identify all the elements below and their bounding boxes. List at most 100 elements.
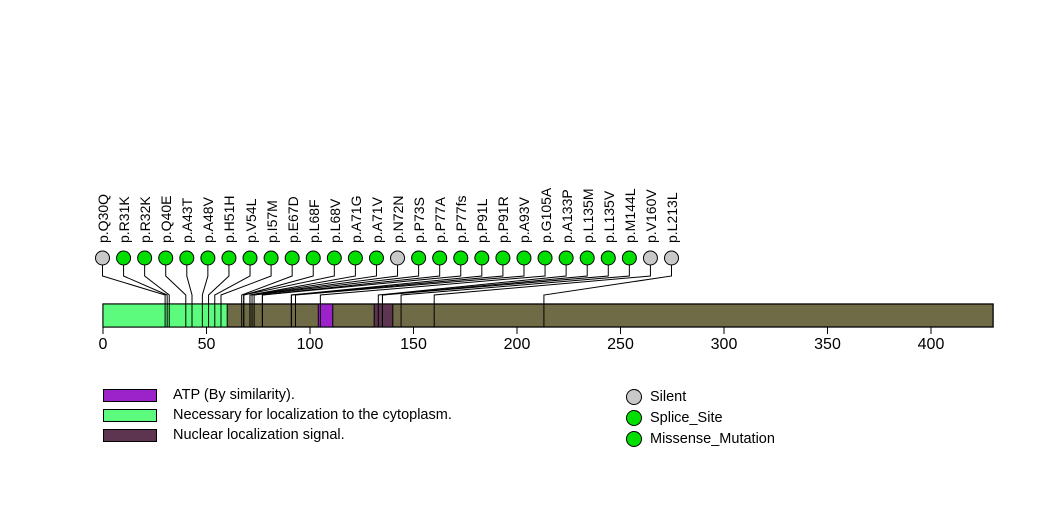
type-legend-label: Splice_Site xyxy=(650,409,723,426)
mutation-label: p.L213L xyxy=(664,192,680,243)
mutation-label: p.Q40E xyxy=(158,195,175,243)
mutation-label: p.I57M xyxy=(263,200,280,243)
mutation-label: p.P73S xyxy=(411,197,428,243)
mutation-dot xyxy=(95,250,110,266)
mutation-stem xyxy=(253,264,420,327)
mutation-label: p.A71V xyxy=(368,197,385,243)
domain-legend-label: Nuclear localization signal. xyxy=(173,427,345,443)
mutation-label: p.R32K xyxy=(137,196,154,243)
mutation-stem xyxy=(208,264,230,327)
mutation-stem xyxy=(377,264,567,327)
mutation-stem xyxy=(319,264,546,327)
mutation-stem xyxy=(201,264,209,327)
protein-bar xyxy=(102,303,994,328)
axis-tick-label: 200 xyxy=(503,336,531,353)
mutation-dot xyxy=(305,250,321,266)
mutation-dot xyxy=(390,250,406,266)
axis-tick-label: 300 xyxy=(710,336,738,353)
mutation-dot xyxy=(664,250,679,266)
mutation-dot xyxy=(516,250,532,266)
domain-swatch xyxy=(103,388,157,402)
mutation-dot xyxy=(326,250,342,266)
mutation-dot xyxy=(368,250,384,266)
domain-swatch xyxy=(103,408,157,422)
domain-legend-label: ATP (By similarity). xyxy=(173,387,295,403)
domain-legend-row: Necessary for localization to the cytopl… xyxy=(103,405,452,425)
domain-legend: ATP (By similarity). Necessary for locali… xyxy=(103,385,452,445)
mutation-stem xyxy=(241,264,293,327)
domain-legend-label: Necessary for localization to the cytopl… xyxy=(173,407,452,423)
mutation-label: p.A43T xyxy=(179,197,196,243)
mutation-stem xyxy=(433,264,651,327)
mutation-dot xyxy=(347,250,363,266)
mutation-label: p.L135V xyxy=(600,190,617,243)
type-legend-row: Missense_Mutation xyxy=(625,428,775,449)
mutation-label: p.G105A xyxy=(537,187,554,243)
type-legend-label: Silent xyxy=(650,388,687,405)
domain-block xyxy=(373,303,394,328)
mutation-label: p.R31K xyxy=(116,196,133,243)
mutation-stem xyxy=(400,264,630,327)
mutation-stem xyxy=(186,264,193,327)
mutation-stem xyxy=(543,264,672,327)
mutation-label: p.A133P xyxy=(558,189,575,243)
mutation-stem xyxy=(251,264,399,327)
mutation-dot xyxy=(411,250,427,266)
type-legend-dot xyxy=(626,430,642,447)
mutation-label: p.N72N xyxy=(390,195,407,243)
mutation-label: p.H51H xyxy=(221,195,238,243)
type-legend-label: Missense_Mutation xyxy=(650,430,775,447)
axis-tick-label: 50 xyxy=(197,336,216,353)
mutation-stem xyxy=(102,264,166,327)
domain-block xyxy=(317,303,334,328)
mutation-label: p.V160V xyxy=(642,189,659,243)
type-legend-dot xyxy=(626,409,642,426)
mutation-dot xyxy=(621,250,637,266)
mutation-label: p.Q30Q xyxy=(95,193,111,243)
mutation-stem xyxy=(214,264,251,327)
mutation-label: p.A48V xyxy=(200,197,217,243)
axis-tick-label: 150 xyxy=(400,336,427,353)
mutation-dot xyxy=(221,250,237,266)
mutation-dot xyxy=(284,250,300,266)
mutation-stem xyxy=(249,264,377,327)
axis-tick-label: 0 xyxy=(98,336,108,353)
mutation-label: p.P91L xyxy=(474,198,491,243)
mutation-dot xyxy=(600,250,616,266)
axis-tick-label: 100 xyxy=(296,336,324,353)
mutation-stem xyxy=(261,264,462,327)
mutation-dot xyxy=(116,250,132,266)
mutation-label: p.M144L xyxy=(621,188,638,243)
mutation-dot xyxy=(495,250,511,266)
mutation-dot xyxy=(137,250,153,266)
mutation-label: p.V54L xyxy=(242,198,259,243)
mutation-dot xyxy=(179,250,195,266)
mutation-stem xyxy=(381,264,609,327)
mutation-dot xyxy=(158,250,174,266)
mutation-label: p.P77A xyxy=(432,197,449,243)
mutation-label: p.A93V xyxy=(516,197,533,243)
mutation-stem xyxy=(165,264,187,327)
type-legend-row: Splice_Site xyxy=(625,407,775,428)
axis-tick-label: 350 xyxy=(814,336,841,353)
mutation-stem xyxy=(220,264,272,327)
mutation-label: p.E67D xyxy=(284,196,301,243)
domain-swatch xyxy=(103,428,157,442)
mutation-label: p.A71G xyxy=(347,195,364,243)
mutation-label: p.L135M xyxy=(579,188,596,243)
mutation-dot xyxy=(242,250,258,266)
domain-legend-row: ATP (By similarity). xyxy=(103,385,452,405)
mutation-dot xyxy=(453,250,469,266)
mutation-stem xyxy=(144,264,170,327)
mutation-dot xyxy=(579,250,595,266)
mutation-dot xyxy=(263,250,279,266)
axis-tick-label: 250 xyxy=(607,336,634,353)
mutation-stem xyxy=(123,264,168,327)
mutation-dot xyxy=(200,250,216,266)
mutation-label: p.P91R xyxy=(495,196,512,243)
domain-legend-row: Nuclear localization signal. xyxy=(103,425,452,445)
mutation-stem xyxy=(295,264,525,327)
